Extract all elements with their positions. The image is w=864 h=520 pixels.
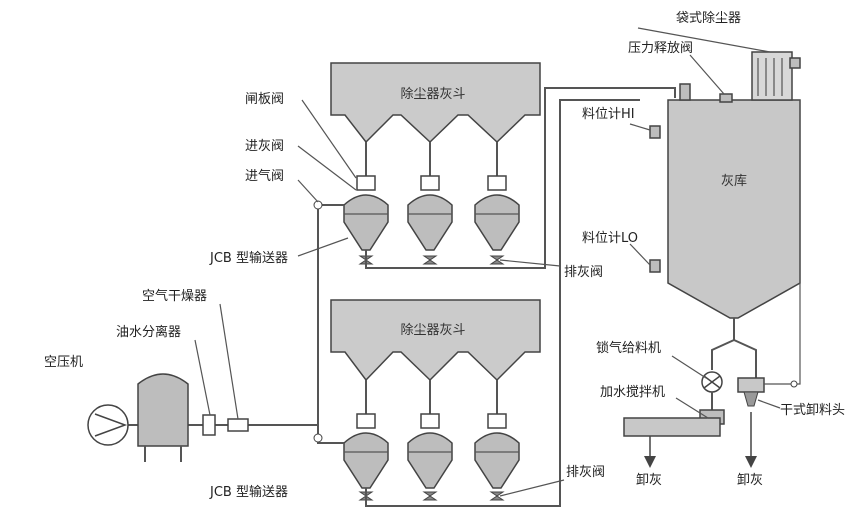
jcb-vessels-top	[343, 175, 520, 251]
discharge-valve-icons	[358, 255, 505, 501]
ash-silo: 灰库	[667, 83, 801, 319]
bottom-hopper-label: 除尘器灰斗	[400, 323, 465, 338]
jcb-bottom-label: JCB 型输送器	[209, 484, 288, 500]
air-compressor	[87, 404, 129, 446]
valve-icon	[422, 491, 438, 501]
air-inlet-valves	[313, 200, 323, 443]
gate-valve-label: 闸板阀	[245, 92, 284, 107]
unload-right-label: 卸灰	[737, 472, 763, 488]
dry-unloader-label: 干式卸料头	[780, 402, 845, 418]
fan-icon	[94, 413, 128, 437]
jcb-vessel	[407, 175, 453, 251]
jcb-vessel	[343, 175, 389, 251]
jcb-top-label: JCB 型输送器	[209, 250, 288, 266]
discharge-valve-bottom-label: 排灰阀	[566, 465, 605, 480]
jcb-vessel	[343, 413, 389, 489]
rotary-feeder-label: 锁气给料机	[596, 340, 661, 356]
jcb-vessel	[407, 413, 453, 489]
oil-water-separator-label: 油水分离器	[116, 324, 181, 340]
air-receiver-tank	[137, 373, 189, 462]
leader-lines	[194, 27, 781, 497]
unload-left-label: 卸灰	[636, 472, 662, 488]
silo-label: 灰库	[721, 173, 747, 189]
valve-icon	[313, 433, 323, 443]
conveying-pipelines	[128, 87, 676, 507]
inlet-valve-label: 进灰阀	[245, 139, 284, 154]
valve-icon	[422, 255, 438, 265]
valve-icon	[489, 491, 505, 501]
oil-water-separator-unit	[202, 414, 216, 436]
bottom-ash-hopper: 除尘器灰斗	[330, 299, 541, 382]
air-dryer-unit	[227, 418, 249, 432]
level-meter-lo-unit	[649, 259, 661, 273]
bag-filter-label: 袋式除尘器	[676, 11, 741, 26]
silo-outlets	[623, 100, 801, 437]
air-dryer-label: 空气干燥器	[142, 288, 207, 304]
jcb-vessels-bottom	[343, 413, 520, 489]
discharge-valve-top-label: 排灰阀	[564, 265, 603, 280]
dry-unloader-unit	[737, 377, 765, 393]
bag-filter-unit	[751, 51, 801, 101]
pressure-relief-valve-unit	[719, 93, 733, 103]
valve-icon	[489, 255, 505, 265]
air-valve-label: 进气阀	[245, 168, 284, 184]
water-mixer-unit	[623, 417, 721, 437]
level-meter-hi-unit	[649, 125, 661, 139]
hopper-outlet-pipes	[365, 142, 498, 414]
top-hopper-label: 除尘器灰斗	[400, 87, 465, 102]
air-compressor-label: 空压机	[44, 355, 83, 370]
pressure-relief-valve-label: 压力释放阀	[628, 41, 693, 56]
jcb-vessel	[474, 175, 520, 251]
valve-icon	[313, 200, 323, 210]
mixer-label: 加水搅拌机	[600, 384, 665, 400]
level-hi-label: 料位计HI	[582, 107, 635, 122]
level-lo-label: 料位计LO	[582, 231, 638, 246]
top-ash-hopper: 除尘器灰斗	[330, 62, 541, 144]
jcb-vessel	[474, 413, 520, 489]
